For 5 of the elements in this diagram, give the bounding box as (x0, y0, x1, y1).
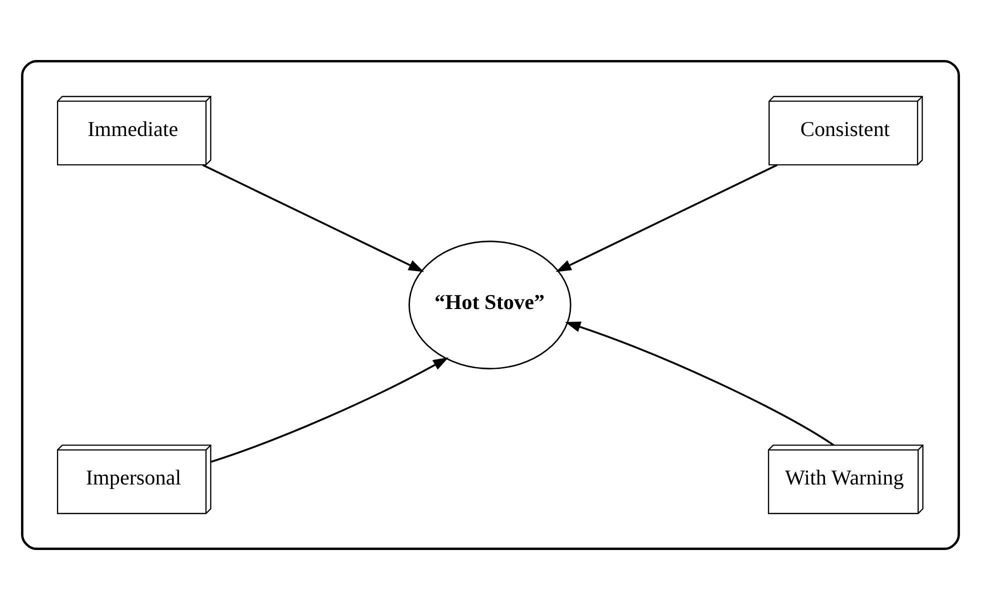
arrow (565, 321, 834, 446)
cluster (21, 59, 960, 550)
arrow (556, 164, 778, 272)
arrow (202, 164, 424, 272)
arrow (210, 356, 449, 462)
